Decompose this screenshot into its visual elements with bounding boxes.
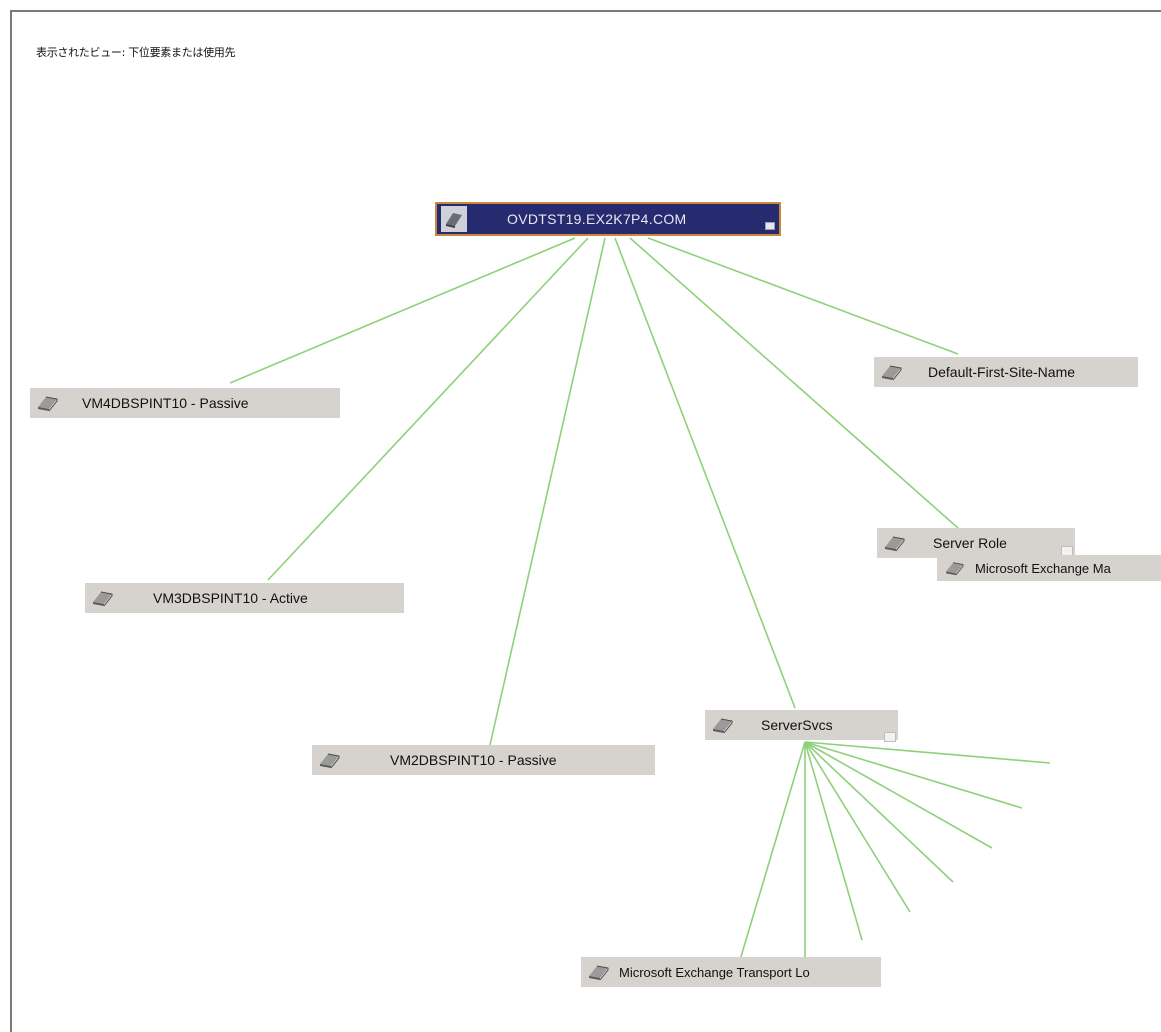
node-vm3dbspint10-active[interactable]: VM3DBSPINT10 - Active <box>85 583 404 613</box>
node-label: Microsoft Exchange Ma <box>975 560 1111 576</box>
node-serversvcs[interactable]: ServerSvcs <box>705 710 898 740</box>
node-default-first-site-name[interactable]: Default-First-Site-Name <box>874 357 1138 387</box>
edge-svcs-4 <box>804 741 954 883</box>
edge-root-vm2 <box>489 237 606 746</box>
edge-root-server-role <box>629 237 959 529</box>
node-vm2dbspint10-passive[interactable]: VM2DBSPINT10 - Passive <box>312 745 655 775</box>
node-label: Server Role <box>933 535 1007 551</box>
collapse-toggle[interactable] <box>765 222 775 230</box>
node-label: ServerSvcs <box>761 717 833 733</box>
edge-svcs-8 <box>739 741 806 961</box>
node-vm4dbspint10-passive[interactable]: VM4DBSPINT10 - Passive <box>30 388 340 418</box>
server-icon <box>943 558 967 578</box>
edge-root-serversvcs <box>614 237 796 709</box>
node-microsoft-exchange-ma[interactable]: Microsoft Exchange Ma <box>937 555 1161 581</box>
edge-svcs-2 <box>804 741 1023 809</box>
server-icon <box>36 393 60 413</box>
edge-svcs-1 <box>804 741 1051 764</box>
server-icon <box>880 362 904 382</box>
edge-svcs-5 <box>804 741 911 913</box>
expand-marker[interactable] <box>884 732 896 742</box>
node-label: VM3DBSPINT10 - Active <box>153 590 308 606</box>
edge-svcs-3 <box>804 741 993 849</box>
server-icon <box>441 206 467 232</box>
edge-root-vm3 <box>267 237 589 581</box>
node-label: Microsoft Exchange Transport Lo <box>619 964 810 980</box>
server-icon <box>883 533 907 553</box>
server-icon <box>587 962 611 982</box>
node-label: VM4DBSPINT10 - Passive <box>82 395 249 411</box>
node-label: Default-First-Site-Name <box>928 364 1076 380</box>
node-label: OVDTST19.EX2K7P4.COM <box>507 211 687 227</box>
server-icon <box>711 715 735 735</box>
edge-root-default-site <box>647 237 959 355</box>
diagram-canvas <box>10 10 1161 1032</box>
node-label: VM2DBSPINT10 - Passive <box>390 752 557 768</box>
edge-root-vm4 <box>229 237 576 384</box>
edge-svcs-6 <box>804 741 863 941</box>
server-icon <box>318 750 342 770</box>
node-server-role[interactable]: Server Role <box>877 528 1075 558</box>
view-label: 表示されたビュー: 下位要素または使用先 <box>36 46 236 59</box>
server-icon <box>91 588 115 608</box>
node-root[interactable]: OVDTST19.EX2K7P4.COM <box>435 202 781 236</box>
node-microsoft-exchange-transport[interactable]: Microsoft Exchange Transport Lo <box>581 957 881 987</box>
